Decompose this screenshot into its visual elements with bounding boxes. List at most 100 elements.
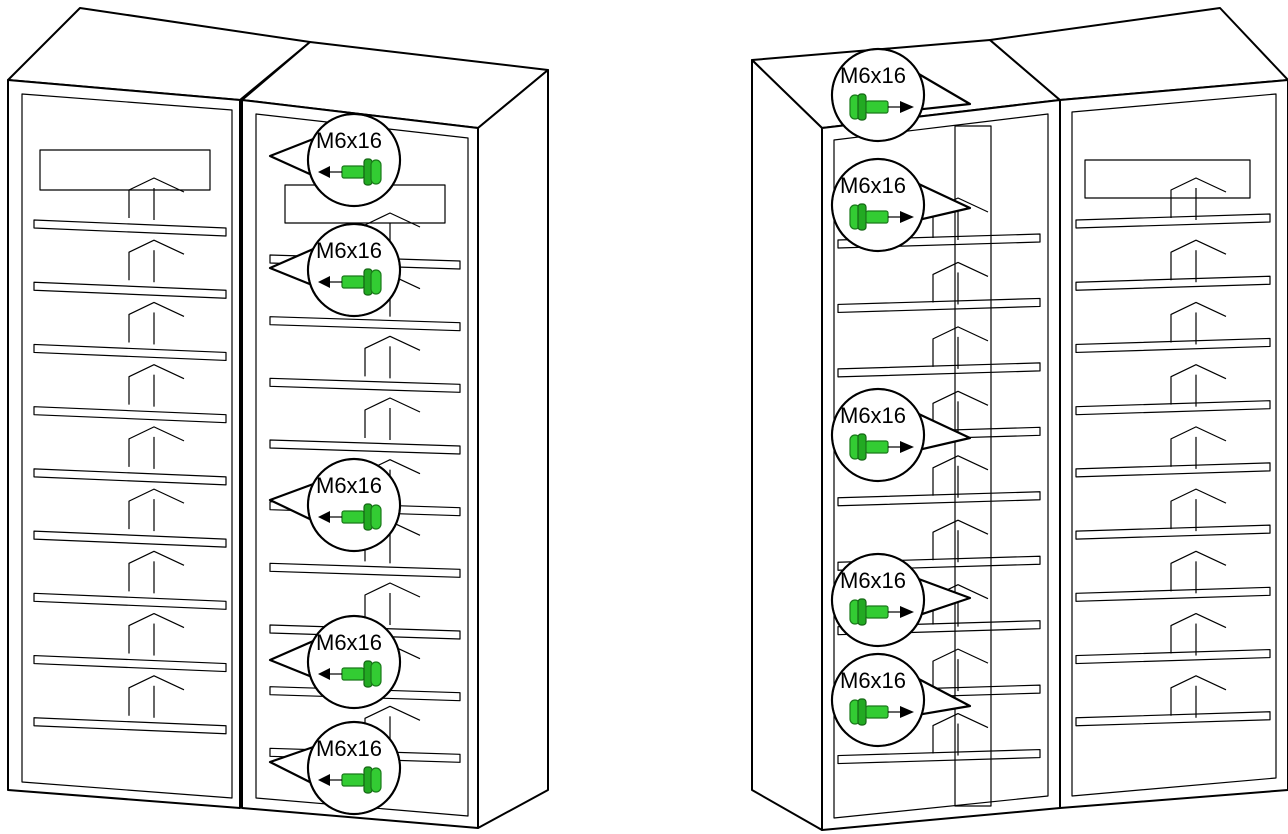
shelves xyxy=(1075,177,1271,727)
screw-icon xyxy=(341,158,382,186)
screw-callout: M6x16 xyxy=(268,222,402,318)
shelf xyxy=(33,592,227,610)
screw-size-label: M6x16 xyxy=(316,238,382,263)
screw-icon xyxy=(849,203,889,231)
shelf xyxy=(269,377,461,393)
arrow-icon xyxy=(900,211,914,223)
screw-callout: M6x16 xyxy=(830,552,972,648)
screw-callout: M6x16 xyxy=(268,614,402,710)
shelf xyxy=(269,316,461,332)
arrow-icon xyxy=(318,166,330,178)
shelf-bracket xyxy=(128,550,185,592)
shelf xyxy=(837,491,1041,507)
screw-size-label: M6x16 xyxy=(316,473,382,498)
cabinet-top xyxy=(989,7,1288,101)
shelf-bracket xyxy=(1170,550,1227,592)
cabinet-front xyxy=(7,79,241,809)
screw-icon xyxy=(849,598,889,626)
cabinet-control-unit xyxy=(39,149,211,191)
shelf xyxy=(33,654,227,673)
screw-icon xyxy=(849,93,889,121)
cabinet-front xyxy=(1059,79,1288,809)
cabinet-control-unit xyxy=(1084,159,1251,199)
screw-size-label: M6x16 xyxy=(840,173,906,198)
cabinet-side xyxy=(477,69,549,829)
arrow-icon xyxy=(318,511,330,523)
shelves xyxy=(33,177,227,735)
shelf xyxy=(269,439,461,455)
shelf-bracket xyxy=(128,426,185,467)
shelf-bracket xyxy=(932,519,989,561)
vertical-busbar xyxy=(954,125,992,807)
arrow-icon xyxy=(318,276,330,288)
shelf-bracket xyxy=(1170,301,1227,343)
shelf xyxy=(33,717,227,735)
shelf xyxy=(33,343,227,362)
shelf xyxy=(837,233,1041,249)
cabinet-side xyxy=(751,59,823,831)
shelf xyxy=(837,748,1041,765)
shelf-bracket xyxy=(932,261,989,303)
shelf xyxy=(269,562,461,578)
shelf xyxy=(33,281,227,299)
screw-callout: M6x16 xyxy=(268,720,402,816)
shelf xyxy=(33,219,227,237)
screw-callout: M6x16 xyxy=(830,47,972,143)
shelf-bracket xyxy=(1170,675,1227,716)
right-cabinet-pair xyxy=(751,7,1288,831)
shelf-bracket xyxy=(128,675,185,716)
screw-callout: M6x16 xyxy=(268,457,402,553)
shelf xyxy=(837,297,1041,314)
shelf xyxy=(1075,275,1271,291)
arrow-icon xyxy=(900,101,914,113)
shelf xyxy=(269,686,461,702)
shelf xyxy=(837,555,1041,571)
arrow-icon xyxy=(900,441,914,453)
shelf-bracket xyxy=(364,335,421,377)
shelf xyxy=(1075,213,1271,229)
shelf-bracket xyxy=(364,582,421,623)
shelf xyxy=(1075,462,1271,478)
screw-size-label: M6x16 xyxy=(840,568,906,593)
arrow-icon xyxy=(900,706,914,718)
shelf-bracket xyxy=(128,612,185,654)
shelf-bracket xyxy=(932,390,989,432)
shelf xyxy=(269,624,461,640)
screw-icon xyxy=(849,433,889,461)
shelf-bracket xyxy=(1170,612,1227,654)
cabinet-door-frame xyxy=(1071,93,1277,797)
screw-size-label: M6x16 xyxy=(840,63,906,88)
shelf xyxy=(1075,648,1271,665)
left-cabinet-a xyxy=(7,7,311,809)
shelf-bracket xyxy=(1170,239,1227,281)
shelf-bracket xyxy=(128,364,185,405)
arrow-icon xyxy=(318,668,330,680)
screw-icon xyxy=(849,698,889,726)
shelf-bracket xyxy=(1170,426,1227,467)
screw-callout: M6x16 xyxy=(830,652,972,748)
shelf xyxy=(837,620,1041,636)
screw-icon xyxy=(341,766,382,794)
shelf xyxy=(33,468,227,486)
shelf xyxy=(33,530,227,548)
screw-icon xyxy=(341,503,382,531)
shelf xyxy=(1075,586,1271,602)
shelf xyxy=(837,362,1041,378)
arrow-icon xyxy=(318,774,330,786)
shelf-bracket xyxy=(128,301,185,343)
screw-callout: M6x16 xyxy=(830,157,972,253)
cabinet-door-frame xyxy=(255,113,469,817)
shelf-bracket xyxy=(932,455,989,496)
shelf xyxy=(1075,711,1271,727)
screw-callout: M6x16 xyxy=(268,112,402,208)
screw-callouts: M6x16M6x16M6x16M6x16M6x16M6x16M6x16M6x16… xyxy=(268,47,972,816)
screw-size-label: M6x16 xyxy=(316,736,382,761)
screw-size-label: M6x16 xyxy=(840,668,906,693)
screw-size-label: M6x16 xyxy=(316,630,382,655)
shelf xyxy=(1075,337,1271,354)
shelf-bracket xyxy=(932,648,989,690)
shelf-bracket xyxy=(932,326,989,367)
screw-callout: M6x16 xyxy=(830,387,972,483)
shelf-bracket xyxy=(1170,177,1227,218)
screw-size-label: M6x16 xyxy=(316,128,382,153)
